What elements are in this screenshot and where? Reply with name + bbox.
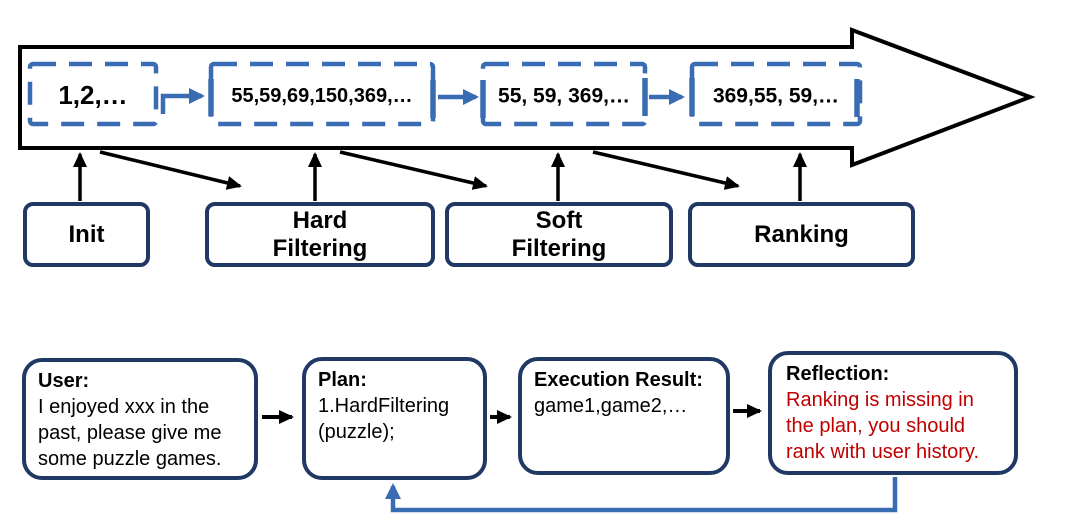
diagonal-arrow-1: [99, 150, 242, 190]
user-box: User: I enjoyed xxx in the past, please …: [22, 358, 258, 480]
execution-result-box-body: game1,game2,…: [534, 395, 688, 417]
user-box-title: User:: [38, 370, 90, 392]
stage-box-ranking: Ranking: [688, 202, 915, 267]
plan-box-body: 1.HardFiltering (puzzle);: [318, 395, 450, 443]
pipeline-output-text-2: 55,59,69,150,369,…: [231, 85, 412, 107]
dashed-box-edge-bars: [208, 78, 860, 118]
execution-result-box: Execution Result: game1,game2,…: [518, 357, 730, 475]
reflection-box: Reflection: Ranking is missing in the pl…: [768, 351, 1018, 475]
reflection-box-title: Reflection:: [786, 363, 890, 385]
pipeline-output-text-4: 369,55, 59,…: [713, 85, 839, 108]
diagonal-arrow-2: [339, 150, 488, 190]
pipeline-output-text-3: 55, 59, 369,…: [498, 85, 630, 108]
user-box-body: I enjoyed xxx in the past, please give m…: [38, 396, 222, 470]
pipeline-output-text-1: 1,2,…: [58, 80, 127, 110]
pipeline-connector-arrow-1: [160, 88, 205, 114]
pipeline-output-box-1: [27, 61, 159, 127]
stage-box-init: Init: [23, 202, 150, 267]
diagonal-arrow-3: [592, 150, 740, 190]
plan-box-title: Plan:: [318, 369, 367, 391]
reflection-box-body: Ranking is missing in the plan, you shou…: [786, 389, 980, 463]
feedback-arrow-reflection-to-plan: [385, 477, 898, 513]
plan-box: Plan: 1.HardFiltering (puzzle);: [302, 357, 487, 480]
stage-box-soft-filtering: Soft Filtering: [445, 202, 673, 267]
stage-label-soft-filtering: Soft Filtering: [511, 206, 607, 262]
stage-label-hard-filtering: Hard Filtering: [272, 206, 368, 262]
stage-box-hard-filtering: Hard Filtering: [205, 202, 435, 267]
stage-label-ranking: Ranking: [754, 220, 849, 248]
stage-label-init: Init: [68, 220, 105, 248]
execution-result-box-title: Execution Result:: [534, 369, 703, 391]
